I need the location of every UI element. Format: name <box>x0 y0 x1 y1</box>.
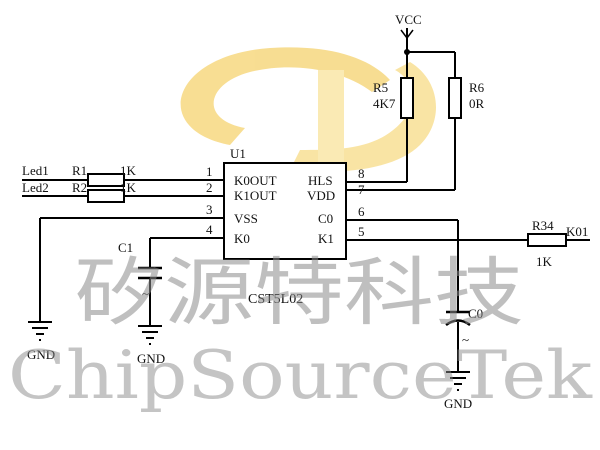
gnd-symbol-1 <box>28 321 52 341</box>
c0-ref-label: C0 <box>468 306 483 321</box>
watermark-english: ChipSourceTek <box>8 337 593 414</box>
r1-ref-label: R1 <box>72 163 87 178</box>
vcc-marker <box>400 29 414 40</box>
r34-ref-label: R34 <box>532 218 554 233</box>
pin-4-number: 4 <box>206 222 213 237</box>
gnd-label-1: GND <box>27 347 55 362</box>
led2-label: Led2 <box>22 180 49 195</box>
resistor-r5 <box>400 77 414 119</box>
pin-name-k1: K1 <box>318 231 334 246</box>
led1-label: Led1 <box>22 163 49 178</box>
r1-value-label: 1K <box>120 163 137 178</box>
chip-body <box>223 162 347 260</box>
capacitor-c1 <box>138 266 162 280</box>
vcc-label: VCC <box>395 12 422 27</box>
gnd-label-2: GND <box>137 351 165 366</box>
r5-ref-label: R5 <box>373 80 388 95</box>
c1-ref-label: C1 <box>118 240 133 255</box>
watermark-chinese: 矽源特科技 <box>74 250 524 336</box>
r34-value-label: 1K <box>536 254 553 269</box>
pin-name-k0: K0 <box>234 231 250 246</box>
chipsource-logo <box>180 47 437 172</box>
pin-6-number: 6 <box>358 204 365 219</box>
pin-name-vss: VSS <box>234 211 258 226</box>
r6-value-label: 0R <box>469 96 485 111</box>
pin-name-c0: C0 <box>318 211 333 226</box>
resistor-r6 <box>448 77 462 119</box>
gnd-symbol-2 <box>138 325 162 345</box>
pin-5-number: 5 <box>358 224 365 239</box>
wires <box>22 28 590 372</box>
pin-3-number: 3 <box>206 202 213 217</box>
gnd-label-3: GND <box>444 396 472 411</box>
watermark: 矽源特科技 ChipSourceTek <box>8 250 593 414</box>
pin-7-number: 7 <box>358 182 365 197</box>
pin-name-vdd: VDD <box>307 188 335 203</box>
vcc-junction <box>404 49 410 55</box>
r6-ref-label: R6 <box>469 80 485 95</box>
capacitor-c0 <box>445 310 471 327</box>
r2-ref-label: R2 <box>72 180 87 195</box>
c0-symbol-label: ~ <box>462 332 469 347</box>
pin-name-hls: HLS <box>308 173 333 188</box>
pin-name-k1out: K1OUT <box>234 188 277 203</box>
resistor-r2 <box>87 189 125 203</box>
resistor-r1 <box>87 173 125 187</box>
chip-name-label: CST5L02 <box>248 292 303 307</box>
chip-ref-label: U1 <box>230 146 246 161</box>
r5-value-label: 4K7 <box>373 96 396 111</box>
pin-name-k0out: K0OUT <box>234 173 277 188</box>
pin-8-number: 8 <box>358 166 365 181</box>
r2-value-label: 1K <box>120 180 137 195</box>
pin-1-number: 1 <box>206 164 213 179</box>
c1-symbol-label: ~ <box>142 286 149 301</box>
resistor-r34 <box>527 233 567 247</box>
k01-net-label: K01 <box>566 224 588 239</box>
gnd-symbol-3 <box>446 371 470 391</box>
pin-2-number: 2 <box>206 180 213 195</box>
